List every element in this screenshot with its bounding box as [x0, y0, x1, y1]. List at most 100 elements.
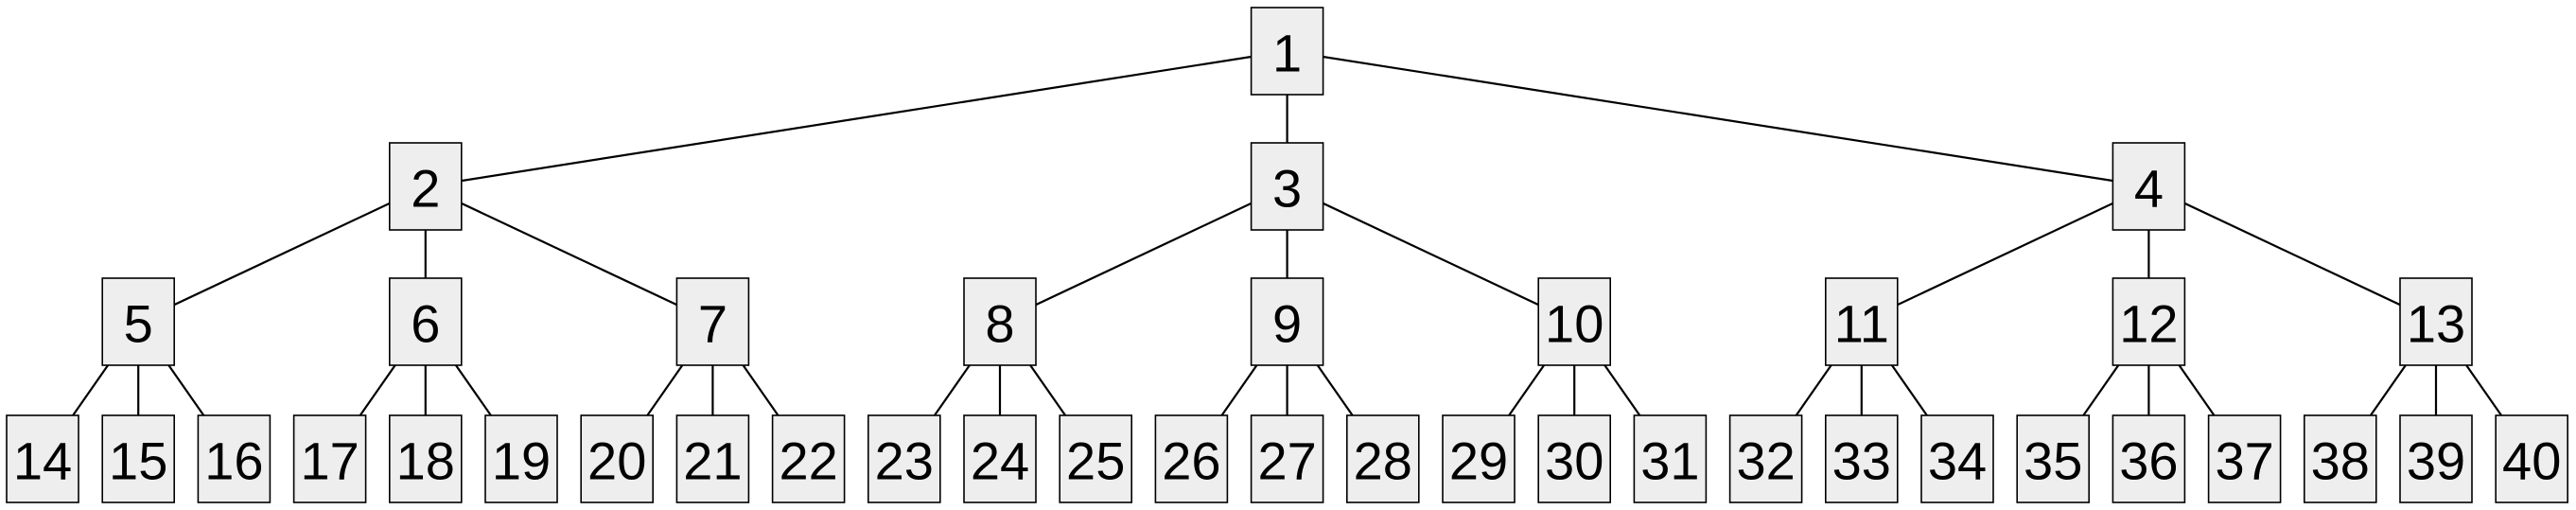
node-label: 24 [971, 431, 1029, 491]
node-box [675, 277, 750, 366]
tree-node-19: 19 [484, 414, 558, 503]
node-box [388, 414, 463, 503]
node-box [1537, 277, 1611, 366]
node-box [1442, 414, 1516, 503]
node-box [2495, 414, 2568, 503]
tree-node-38: 38 [2304, 414, 2377, 503]
node-box [2016, 414, 2090, 503]
edge-4-11 [1861, 185, 2149, 323]
node-label: 13 [2407, 294, 2465, 354]
edge-1-2 [425, 49, 1288, 188]
node-box [1825, 277, 1899, 366]
node-label: 4 [2134, 159, 2164, 219]
node-box [101, 414, 175, 503]
tree-node-14: 14 [6, 414, 79, 503]
node-label: 26 [1162, 431, 1220, 491]
node-box [2112, 277, 2186, 366]
tree-node-35: 35 [2016, 414, 2090, 503]
edge-2-7 [425, 185, 713, 323]
node-label: 27 [1257, 431, 1316, 491]
node-box [1059, 414, 1132, 503]
node-box [1728, 414, 1803, 503]
tree-node-25: 25 [1059, 414, 1132, 503]
tree-node-1: 1 [1250, 7, 1324, 96]
node-label: 20 [587, 431, 646, 491]
node-box [963, 277, 1037, 366]
edges-layer [42, 49, 2533, 460]
node-label: 33 [1832, 431, 1891, 491]
tree-node-31: 31 [1633, 414, 1708, 503]
node-box [6, 414, 79, 503]
edge-3-8 [999, 185, 1288, 323]
node-label: 7 [698, 294, 727, 354]
node-box [2112, 414, 2186, 503]
node-box [388, 277, 463, 366]
node-label: 3 [1272, 159, 1302, 219]
node-label: 1 [1272, 24, 1302, 83]
tree-node-5: 5 [101, 277, 175, 366]
node-label: 16 [204, 431, 263, 491]
node-box [484, 414, 558, 503]
tree-node-40: 40 [2495, 414, 2568, 503]
tree-node-8: 8 [963, 277, 1037, 366]
node-box [1825, 414, 1899, 503]
tree-node-39: 39 [2399, 414, 2473, 503]
tree-node-26: 26 [1154, 414, 1229, 503]
node-box [101, 277, 175, 366]
tree-node-2: 2 [388, 142, 463, 231]
tree-node-37: 37 [2207, 414, 2282, 503]
tree-node-20: 20 [580, 414, 655, 503]
node-box [1154, 414, 1229, 503]
tree-node-28: 28 [1346, 414, 1420, 503]
tree-node-15: 15 [101, 414, 175, 503]
node-box [2304, 414, 2377, 503]
tree-node-7: 7 [675, 277, 750, 366]
node-label: 30 [1545, 431, 1603, 491]
node-label: 34 [1928, 431, 1987, 491]
node-label: 32 [1736, 431, 1795, 491]
node-box [2112, 142, 2186, 231]
node-label: 25 [1066, 431, 1125, 491]
tree-node-27: 27 [1250, 414, 1324, 503]
node-box [580, 414, 655, 503]
node-label: 35 [2024, 431, 2082, 491]
node-label: 9 [1272, 294, 1302, 354]
node-label: 15 [109, 431, 167, 491]
node-label: 37 [2215, 431, 2273, 491]
node-label: 8 [985, 294, 1014, 354]
tree-node-10: 10 [1537, 277, 1611, 366]
node-box [1537, 414, 1611, 503]
tree-node-30: 30 [1537, 414, 1611, 503]
node-label: 29 [1449, 431, 1508, 491]
node-label: 17 [300, 431, 359, 491]
node-box [1250, 142, 1324, 231]
node-box [1250, 414, 1324, 503]
tree-node-3: 3 [1250, 142, 1324, 231]
node-box [1633, 414, 1708, 503]
node-label: 21 [683, 431, 742, 491]
node-box [2207, 414, 2282, 503]
tree-node-32: 32 [1728, 414, 1803, 503]
node-label: 23 [875, 431, 934, 491]
node-label: 22 [779, 431, 837, 491]
tree-node-23: 23 [867, 414, 941, 503]
tree-node-16: 16 [197, 414, 272, 503]
tree-node-36: 36 [2112, 414, 2186, 503]
node-box [771, 414, 846, 503]
node-label: 12 [2119, 294, 2178, 354]
tree-node-12: 12 [2112, 277, 2186, 366]
node-box [292, 414, 367, 503]
node-label: 18 [396, 431, 455, 491]
node-label: 40 [2502, 431, 2561, 491]
tree-node-34: 34 [1920, 414, 1994, 503]
node-label: 19 [492, 431, 551, 491]
node-label: 5 [124, 294, 153, 354]
node-label: 38 [2311, 431, 2370, 491]
node-box [867, 414, 941, 503]
tree-node-9: 9 [1250, 277, 1324, 366]
node-label: 2 [411, 159, 440, 219]
node-box [1346, 414, 1420, 503]
node-box [388, 142, 463, 231]
node-box [2399, 277, 2473, 366]
tree-node-33: 33 [1825, 414, 1899, 503]
